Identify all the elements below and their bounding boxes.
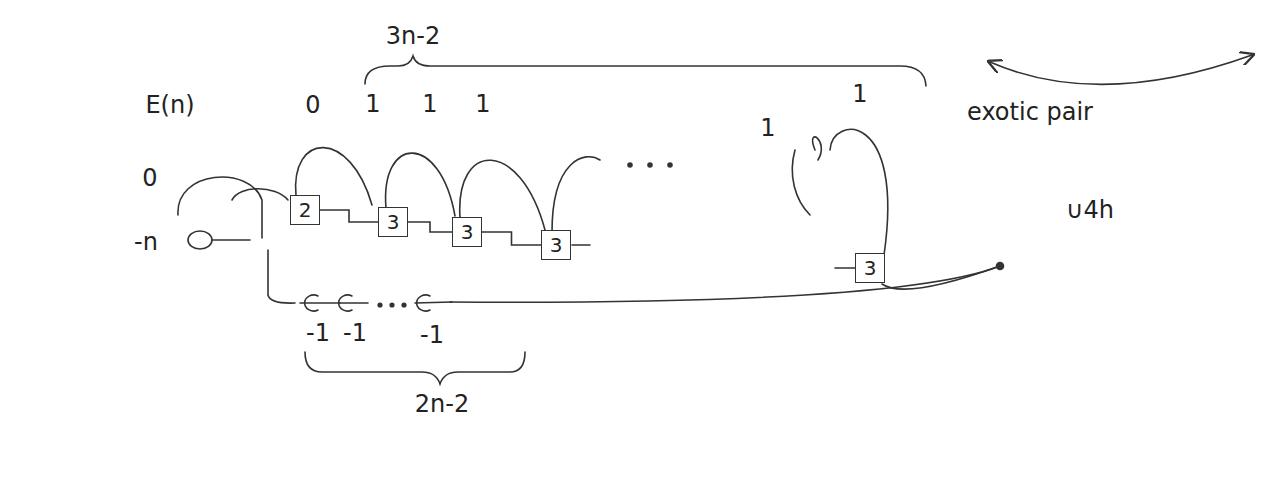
strand [792,150,810,215]
twist-count: 2 [299,200,312,220]
twist-box: 2 [290,195,320,225]
framing-number: 1 [420,91,439,117]
strand [450,266,1000,302]
brace [305,352,525,384]
chain-strand [320,210,378,222]
strand [572,244,590,246]
note: E(n) [143,92,196,118]
strand [882,266,1000,289]
brace [365,56,926,86]
strand [552,157,600,232]
twist-box: 3 [541,230,571,260]
framing-number: -1 [341,320,369,346]
strand [340,302,368,304]
twist-box: 3 [855,253,885,283]
strand [268,250,295,303]
twist-box: 3 [452,217,482,247]
double-arrow [990,55,1252,84]
framing-number: 0 [303,92,322,118]
twist-count: 3 [461,222,474,242]
twist-box: 3 [378,207,408,237]
count-label: 3n-2 [384,23,442,49]
framing-number: -1 [304,320,332,346]
chain-strand [408,222,452,232]
note: ∪4h [1064,197,1116,223]
count-label: 2n-2 [413,391,471,417]
chain-strand [482,232,541,245]
twist-count: 3 [864,258,877,278]
twist-count: 3 [387,212,400,232]
strand [830,129,888,255]
note: exotic pair [965,99,1095,125]
framing-number: 1 [363,91,382,117]
framing-number: -1 [418,322,446,348]
strand [212,239,250,241]
framing-number: 0 [140,165,159,191]
strand [178,177,262,238]
framing-number: 1 [850,81,869,107]
strand [415,302,452,303]
strand [813,137,822,160]
strand [835,267,855,269]
meridian-loop [188,231,212,249]
strand [232,189,288,200]
framing-number: 1 [473,91,492,117]
framing-number: -n [132,229,160,255]
strand [300,302,340,304]
framing-number: 1 [758,115,777,141]
twist-count: 3 [550,235,563,255]
